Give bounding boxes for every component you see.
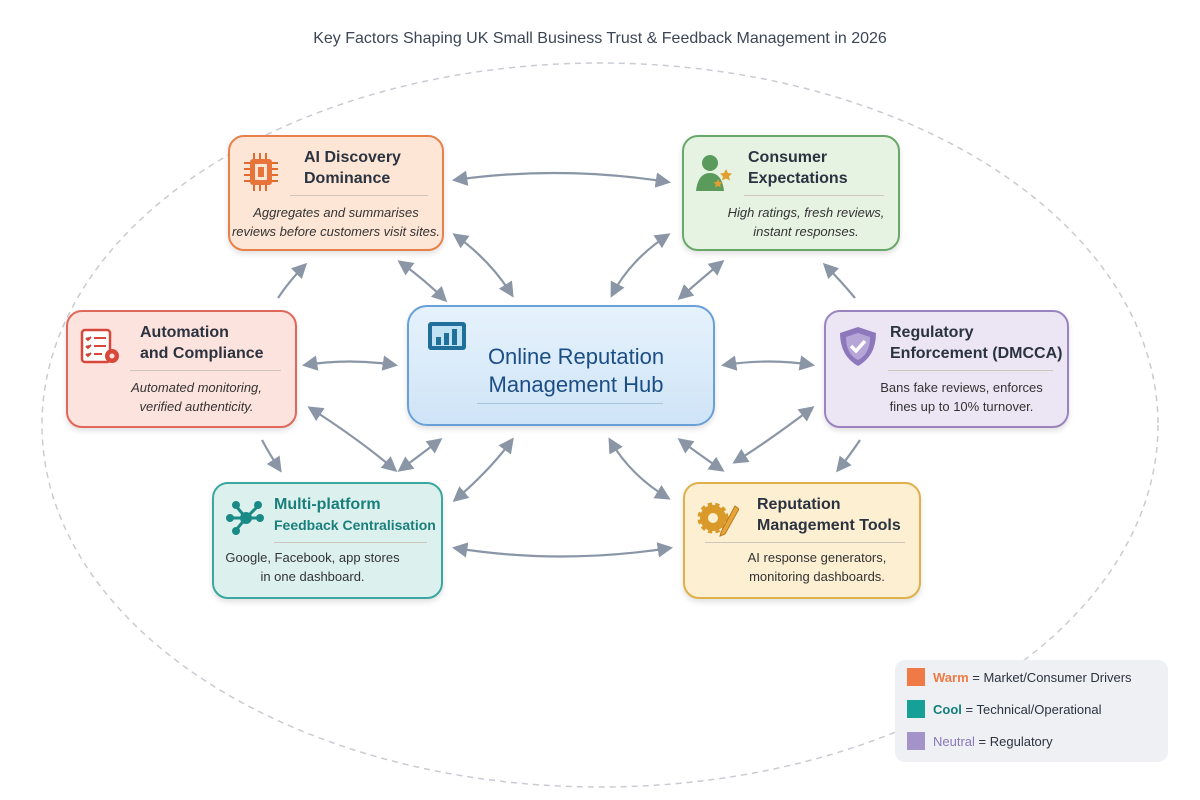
arrow-automation-multi-down (261, 439, 282, 473)
node-description: High ratings, fresh reviews,instant resp… (727, 205, 885, 239)
arrow-regulatory-tools (732, 406, 815, 464)
arrow-automation-multi (307, 406, 398, 473)
legend-item-neutral: Neutral = Regulatory (907, 732, 1053, 750)
arrow-consumer-hub-2 (677, 260, 725, 301)
arrow-ai-consumer (451, 170, 672, 188)
divider (705, 542, 905, 543)
arrow-hub-multi-2 (452, 437, 514, 503)
boundary-ellipse (41, 62, 1159, 788)
arrow-ai-hub-2 (397, 260, 448, 303)
chip-icon (244, 153, 278, 191)
diagram-title: Key Factors Shaping UK Small Business Tr… (313, 30, 887, 47)
arrow-multi-tools (451, 542, 674, 558)
checklist-gear-icon (80, 328, 119, 364)
divider (274, 542, 427, 543)
arrow-hub-regulatory (720, 355, 816, 371)
arrow-automation-ai (277, 262, 308, 299)
arrow-ai-hub (452, 233, 514, 298)
shield-check-icon (840, 327, 876, 366)
legend-item-warm: Warm = Market/Consumer Drivers (907, 668, 1132, 686)
arrow-hub-multi (397, 438, 443, 472)
divider (290, 195, 428, 196)
arrow-automation-hub (301, 355, 399, 371)
legend-swatch (907, 732, 925, 750)
legend: Warm = Market/Consumer Drivers Cool = Te… (895, 660, 1168, 762)
network-icon (226, 501, 264, 535)
arrow-regulatory-consumer (822, 262, 856, 299)
node-description: Automated monitoring,verified authentici… (131, 380, 262, 414)
legend-swatch (907, 700, 925, 718)
arrow-regulatory-tools-down (836, 439, 861, 473)
user-stars-icon (696, 155, 732, 191)
legend-item-cool: Cool = Technical/Operational (907, 700, 1102, 718)
node-description: AI response generators,monitoring dashbo… (747, 550, 887, 584)
gear-pencil-icon (697, 502, 739, 537)
bar-chart-icon (428, 322, 466, 350)
divider (477, 403, 663, 404)
divider (744, 195, 884, 196)
arrow-hub-tools-2 (677, 438, 725, 472)
divider (888, 370, 1053, 371)
arrow-consumer-hub (610, 233, 671, 298)
legend-swatch (907, 668, 925, 686)
divider (130, 370, 281, 371)
arrow-hub-tools (608, 437, 671, 500)
